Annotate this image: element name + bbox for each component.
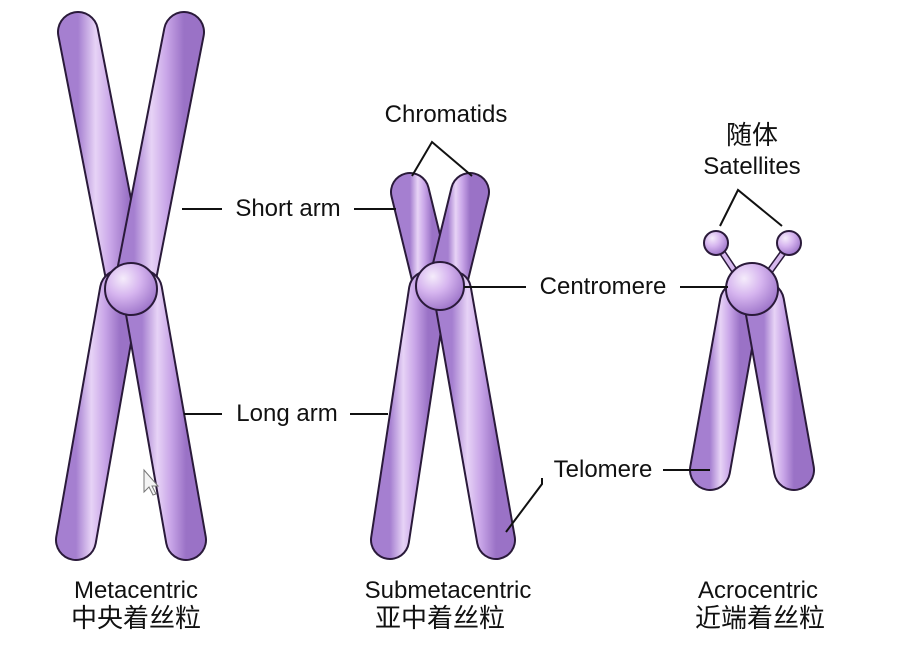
mouse-cursor-icon	[143, 468, 160, 496]
satellites-zh-label: 随体	[726, 121, 778, 151]
centromere-label: Centromere	[540, 273, 667, 300]
satellites-en-label: Satellites	[703, 153, 800, 180]
meta-centromere	[104, 262, 158, 316]
acro-left-satellite	[703, 230, 729, 256]
metacentric-caption: Metacentric	[74, 577, 198, 604]
sub-centromere	[415, 261, 465, 311]
submetacentric-chromosome	[370, 172, 516, 560]
metacentric-chromosome	[55, 11, 207, 561]
submetacentric-caption-zh: 亚中着丝粒	[375, 604, 505, 634]
long-arm-label: Long arm	[236, 400, 337, 427]
acrocentric-caption-zh: 近端着丝粒	[695, 604, 825, 634]
submetacentric-caption: Submetacentric	[365, 577, 532, 604]
metacentric-caption-zh: 中央着丝粒	[71, 604, 201, 634]
leader-lines	[182, 140, 783, 533]
acro-right-satellite	[776, 230, 802, 256]
acrocentric-caption: Acrocentric	[698, 577, 818, 604]
telomere-label: Telomere	[554, 456, 653, 483]
acro-centromere	[725, 262, 779, 316]
chromatids-label: Chromatids	[385, 101, 508, 128]
acrocentric-chromosome	[689, 230, 815, 491]
short-arm-label: Short arm	[235, 195, 340, 222]
